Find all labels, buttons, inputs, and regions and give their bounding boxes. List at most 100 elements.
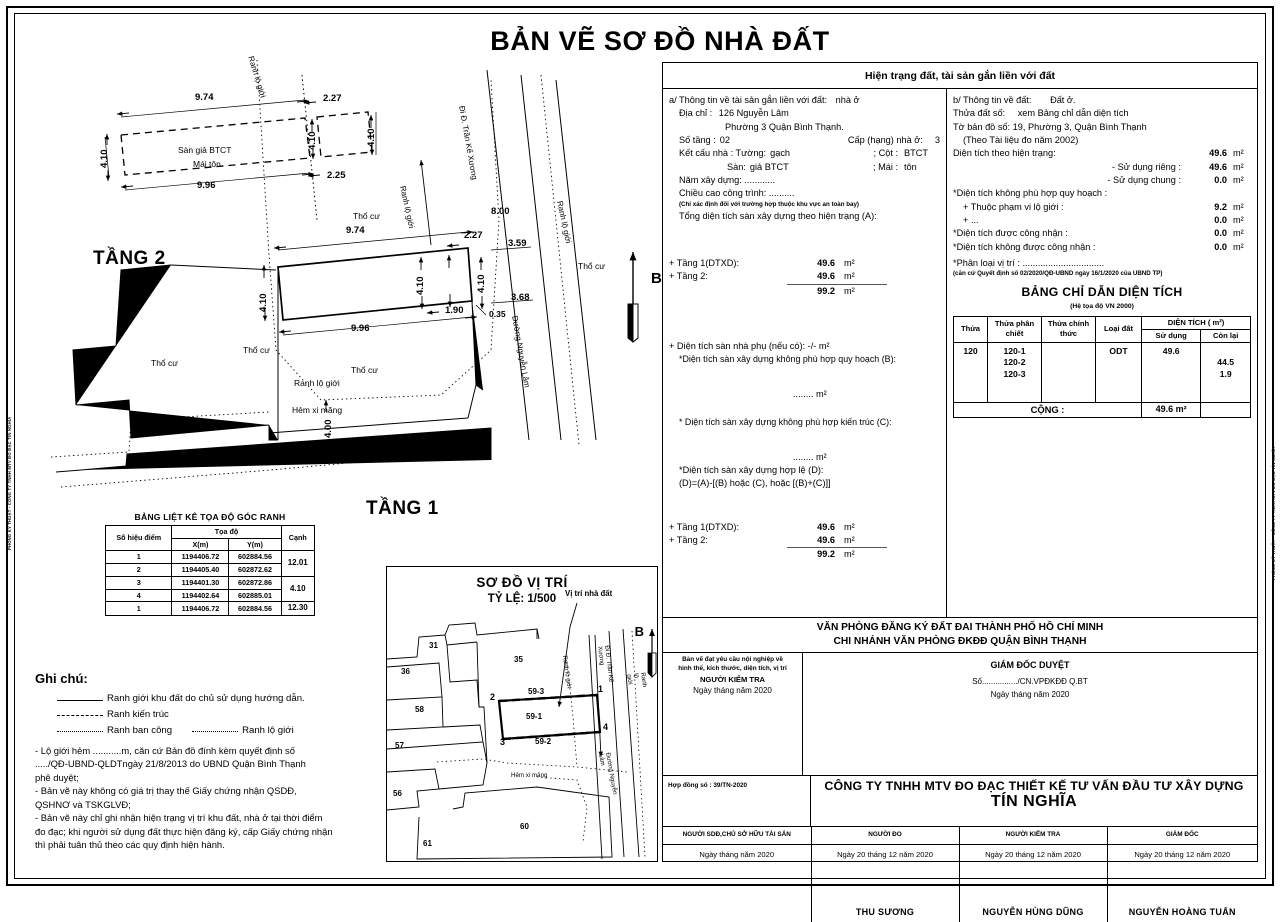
land-area-unit: m² — [1233, 175, 1244, 186]
info-column-assets: a/ Thông tin về tài sản gắn liền với đất… — [663, 89, 947, 617]
land-area-unit: m² — [1233, 161, 1244, 172]
not-recognized-unit: m² — [1233, 241, 1244, 252]
area-sum-divider — [787, 283, 887, 285]
recognized-label: *Diện tích được công nhận : — [953, 228, 1068, 239]
area-th-remaining: Còn lại — [1200, 328, 1251, 343]
non-conform-architecture-label: * Diện tích sàn xây dựng không phù hợp k… — [679, 416, 892, 427]
dim-f1-right: 4.10 — [476, 274, 487, 294]
non-conform-value: 0.0 — [1214, 215, 1227, 226]
coord-edge: 12.01 — [280, 550, 316, 577]
area-td-sub-parcels: 120-1 120-2 120-3 — [987, 341, 1042, 403]
signature-date: Ngày 20 tháng 12 năm 2020 — [1134, 849, 1231, 859]
boundary-label-ranh-lo-gioi-2: Ranh lộ giới — [625, 672, 649, 688]
coordinate-table-block: BẢNG LIỆT KÊ TỌA ĐỘ GÓC RANH Số hiệu điể… — [104, 512, 316, 617]
corner-point: 2 — [490, 692, 496, 702]
land-label-tho-cu-5: Thổ cư — [151, 358, 178, 368]
notes-title: Ghi chú: — [35, 671, 88, 686]
subject-parcel-number: 59-1 — [526, 712, 543, 721]
asset-title-row: a/ Thông tin về tài sản gắn liền với đất… — [669, 94, 940, 107]
table-row-total: CỘNG : 49.6 m² — [953, 401, 1251, 418]
floor-material-row: Sàn: giả BTCT ; Mái : tôn — [669, 161, 940, 174]
table-row: 1 1194406.72 602884.56 12.30 — [104, 601, 316, 617]
coord-th-edge: Cạnh — [280, 524, 316, 552]
height-note: (Chỉ xác định đối với trường hợp thuộc k… — [679, 200, 859, 208]
parcel-row: Thửa đất số: xem Bảng chỉ dẫn diện tích — [953, 107, 1251, 120]
signature-name: NGUYỄN HÙNG DŨNG — [982, 907, 1084, 918]
legend-line-dotted-1 — [55, 727, 107, 735]
land-label-tho-cu-2: Thổ cư — [578, 261, 605, 271]
remaining-value — [1203, 346, 1248, 358]
signature-cell: Ngày 20 tháng 12 năm 2020 NGUYỄN HÙNG DŨ… — [959, 843, 1108, 922]
floors-row: Số tầng : 02 Cấp (hạng) nhà ở: 3 — [669, 134, 940, 147]
floor-1-label: TẦNG 1 — [366, 498, 439, 519]
floor2-material-line2: Mái tôn — [193, 159, 221, 169]
land-area-shared: - Sử dụng chung : 0.0 m² — [953, 174, 1251, 187]
corner-point: 3 — [500, 737, 506, 747]
dim-f1-mid: 4.10 — [415, 276, 426, 296]
total-area-label: Tổng diện tích sàn xây dựng theo hiện tr… — [679, 210, 877, 221]
office-inspector-cell: Bản vẽ đạt yêu cầu nội nghiệp về hình th… — [663, 652, 803, 775]
location-map-graphics — [387, 602, 657, 860]
note-line: - Bản vẽ này chỉ ghi nhận hiện trạng vị … — [35, 812, 323, 824]
area-row-label: + Tầng 2: — [669, 271, 708, 282]
office-inspector-role: NGƯỜI KIỂM TRA — [699, 675, 766, 685]
area-td-used: 49.6 — [1140, 341, 1202, 403]
coord-point: 1 — [104, 601, 173, 617]
floor-2-label: TẦNG 2 — [93, 248, 166, 269]
valid-row-floor2: + Tầng 2: 49.6 m² — [669, 534, 940, 547]
area-sum-value: 99.2 — [817, 285, 835, 296]
coordinate-table-title: BẢNG LIỆT KÊ TỌA ĐỘ GÓC RANH — [134, 512, 286, 522]
coord-point: 3 — [104, 575, 173, 590]
coord-th-y: Y(m) — [228, 537, 282, 552]
remaining-value: 1.9 — [1219, 368, 1232, 379]
note-line: phê duyệt; — [35, 771, 79, 783]
corner-point: 4 — [603, 722, 609, 732]
area-td-remaining: 44.5 1.9 — [1200, 341, 1251, 403]
recognized-area: *Diện tích được công nhận : 0.0 m² — [953, 227, 1251, 240]
signature-role: NGƯỜI SDĐ,CHỦ SỞ HỮU TÀI SẢN — [663, 825, 812, 845]
plan-vector-graphics — [50, 59, 639, 488]
land-area-value: 0.0 — [1214, 175, 1227, 186]
signature-cell: Ngày tháng năm 2020 — [663, 843, 812, 922]
area-th-official: Thửa chính thức — [1041, 315, 1096, 343]
area-row-label: + Tầng 1(DTXD): — [669, 258, 740, 269]
land-label-tho-cu-1: Thổ cư — [353, 211, 380, 221]
area-table-title: BẢNG CHỈ DẪN DIỆN TÍCH — [1021, 285, 1183, 300]
legend-line-solid — [55, 696, 107, 704]
area-row-value: 49.6 — [817, 271, 835, 282]
not-recognized-label: *Diện tích không được công nhận : — [953, 241, 1096, 252]
map-sheet: Tờ bản đồ số: 19, Phường 3, Quận Bình Th… — [953, 121, 1147, 132]
structure-label: Kết cấu nhà : Tường: — [679, 148, 767, 159]
area-th-sub-parcel: Thửa phân chiết — [987, 315, 1042, 343]
left-margin-watermark: PHÒNG KỸ THUẬT - CÔNG TY TNHH MTV ĐO ĐẠC… — [7, 416, 12, 550]
office-director-cell: GIÁM ĐỐC DUYỆT Số................/CN.VPĐ… — [803, 653, 1257, 775]
sub-parcel: 120-3 — [1003, 368, 1026, 379]
dim-f1-top-small: 2.27 — [464, 230, 483, 241]
coord-y: 602884.56 — [228, 550, 282, 565]
valid-row-floor1: + Tầng 1(DTXD): 49.6 m² — [669, 521, 940, 534]
coord-x: 1194402.64 — [171, 588, 230, 603]
valid-sum-unit: m² — [844, 549, 855, 560]
sub-parcel: 120-2 — [1003, 357, 1026, 368]
area-row-sum: 99.2 m² — [669, 285, 940, 298]
notes-block: Ghi chú: Ranh giới khu đất do chủ sử dụn… — [35, 670, 375, 853]
coord-x: 1194401.30 — [171, 575, 230, 590]
parcel-number: 56 — [393, 789, 402, 798]
table-row: 120 120-1 120-2 120-3 ODT 49.6 — [953, 341, 1251, 403]
non-conform-value: 9.2 — [1214, 201, 1227, 212]
land-title-value: Đất ở. — [1050, 95, 1076, 105]
valid-row-unit: m² — [844, 534, 855, 545]
building-height: Chiều cao công trình: .......... — [679, 188, 795, 199]
note-line: ...../QĐ-UBND-QLDTngày 21/8/2013 do UBND… — [35, 758, 306, 770]
area-th-parcel: Thửa — [953, 315, 988, 343]
parcel-number: 57 — [395, 741, 404, 750]
non-conform-unit: m² — [1233, 201, 1244, 212]
coord-y: 602884.56 — [228, 601, 282, 617]
office-note-line2: hình thể, kích thước, diện tích, vị trí — [678, 664, 787, 672]
signature-role: GIÁM ĐỐC — [1107, 825, 1257, 845]
address-label: Địa chỉ : — [679, 108, 713, 119]
table-row: 1 1194406.72 602884.56 12.01 — [104, 550, 316, 577]
dim-f1-bottom-small: 1.90 — [445, 305, 464, 316]
floor-plan-drawing-area: TẦNG 2 TẦNG 1 Sàn giả BTCT Mái tôn 9.74 … — [21, 20, 662, 872]
location-map-title: SƠ ĐỒ VỊ TRÍ — [476, 575, 568, 590]
